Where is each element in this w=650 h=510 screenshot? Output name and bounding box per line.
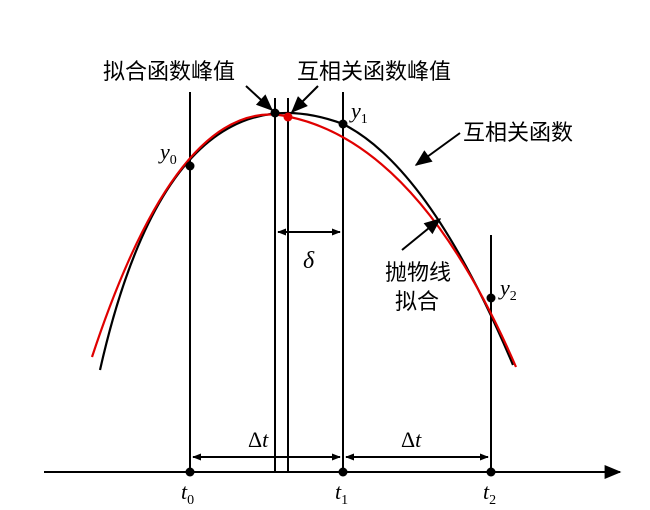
label-fit-peak: 拟合函数峰值 bbox=[103, 60, 235, 85]
tick-t1 bbox=[338, 467, 348, 477]
parabola-fit-curve bbox=[98, 111, 515, 371]
label-parabola-fit-2: 拟合 bbox=[395, 290, 439, 315]
y0-subscript: 0 bbox=[170, 153, 177, 168]
point-xcorr-peak bbox=[283, 112, 293, 122]
t2-subscript: 2 bbox=[489, 493, 496, 508]
pointer-xcorr-func bbox=[414, 132, 461, 166]
label-t0: t0 bbox=[181, 479, 194, 508]
pointer-parabola-fit bbox=[401, 218, 442, 251]
y2-letter: y bbox=[498, 275, 510, 300]
label-xcorr-func: 互相关函数 bbox=[463, 121, 573, 146]
point-y0 bbox=[185, 161, 195, 171]
pointer-xcorr-peak bbox=[291, 85, 319, 113]
delta-t-letter-left: t bbox=[262, 427, 269, 452]
t1-letter: t bbox=[335, 479, 342, 504]
label-t1: t1 bbox=[335, 479, 348, 508]
label-delta-t-left: Δt bbox=[248, 427, 269, 452]
t0-subscript: 0 bbox=[187, 493, 194, 508]
delta-symbol-right: Δ bbox=[401, 427, 415, 452]
tick-t0 bbox=[185, 467, 195, 477]
label-xcorr-peak: 互相关函数峰值 bbox=[297, 60, 451, 85]
tick-t2 bbox=[486, 467, 496, 477]
label-y0: y0 bbox=[158, 139, 177, 168]
label-t2: t2 bbox=[483, 479, 496, 508]
y1-subscript: 1 bbox=[361, 112, 368, 127]
label-y2: y2 bbox=[498, 275, 517, 304]
t2-letter: t bbox=[483, 479, 490, 504]
pointer-fit-peak bbox=[245, 85, 274, 111]
delta-t-letter-right: t bbox=[415, 427, 422, 452]
y2-subscript: 2 bbox=[510, 289, 517, 304]
y1-letter: y bbox=[349, 98, 361, 123]
delta-symbol-left: Δ bbox=[248, 427, 262, 452]
label-delta: δ bbox=[303, 248, 315, 274]
label-y1: y1 bbox=[349, 98, 368, 127]
t0-letter: t bbox=[181, 479, 188, 504]
point-y2 bbox=[486, 293, 496, 303]
label-parabola-fit-1: 抛物线 bbox=[385, 261, 451, 286]
point-y1 bbox=[338, 119, 348, 129]
label-delta-t-right: Δt bbox=[401, 427, 422, 452]
t1-subscript: 1 bbox=[341, 493, 348, 508]
y0-letter: y bbox=[158, 139, 170, 164]
